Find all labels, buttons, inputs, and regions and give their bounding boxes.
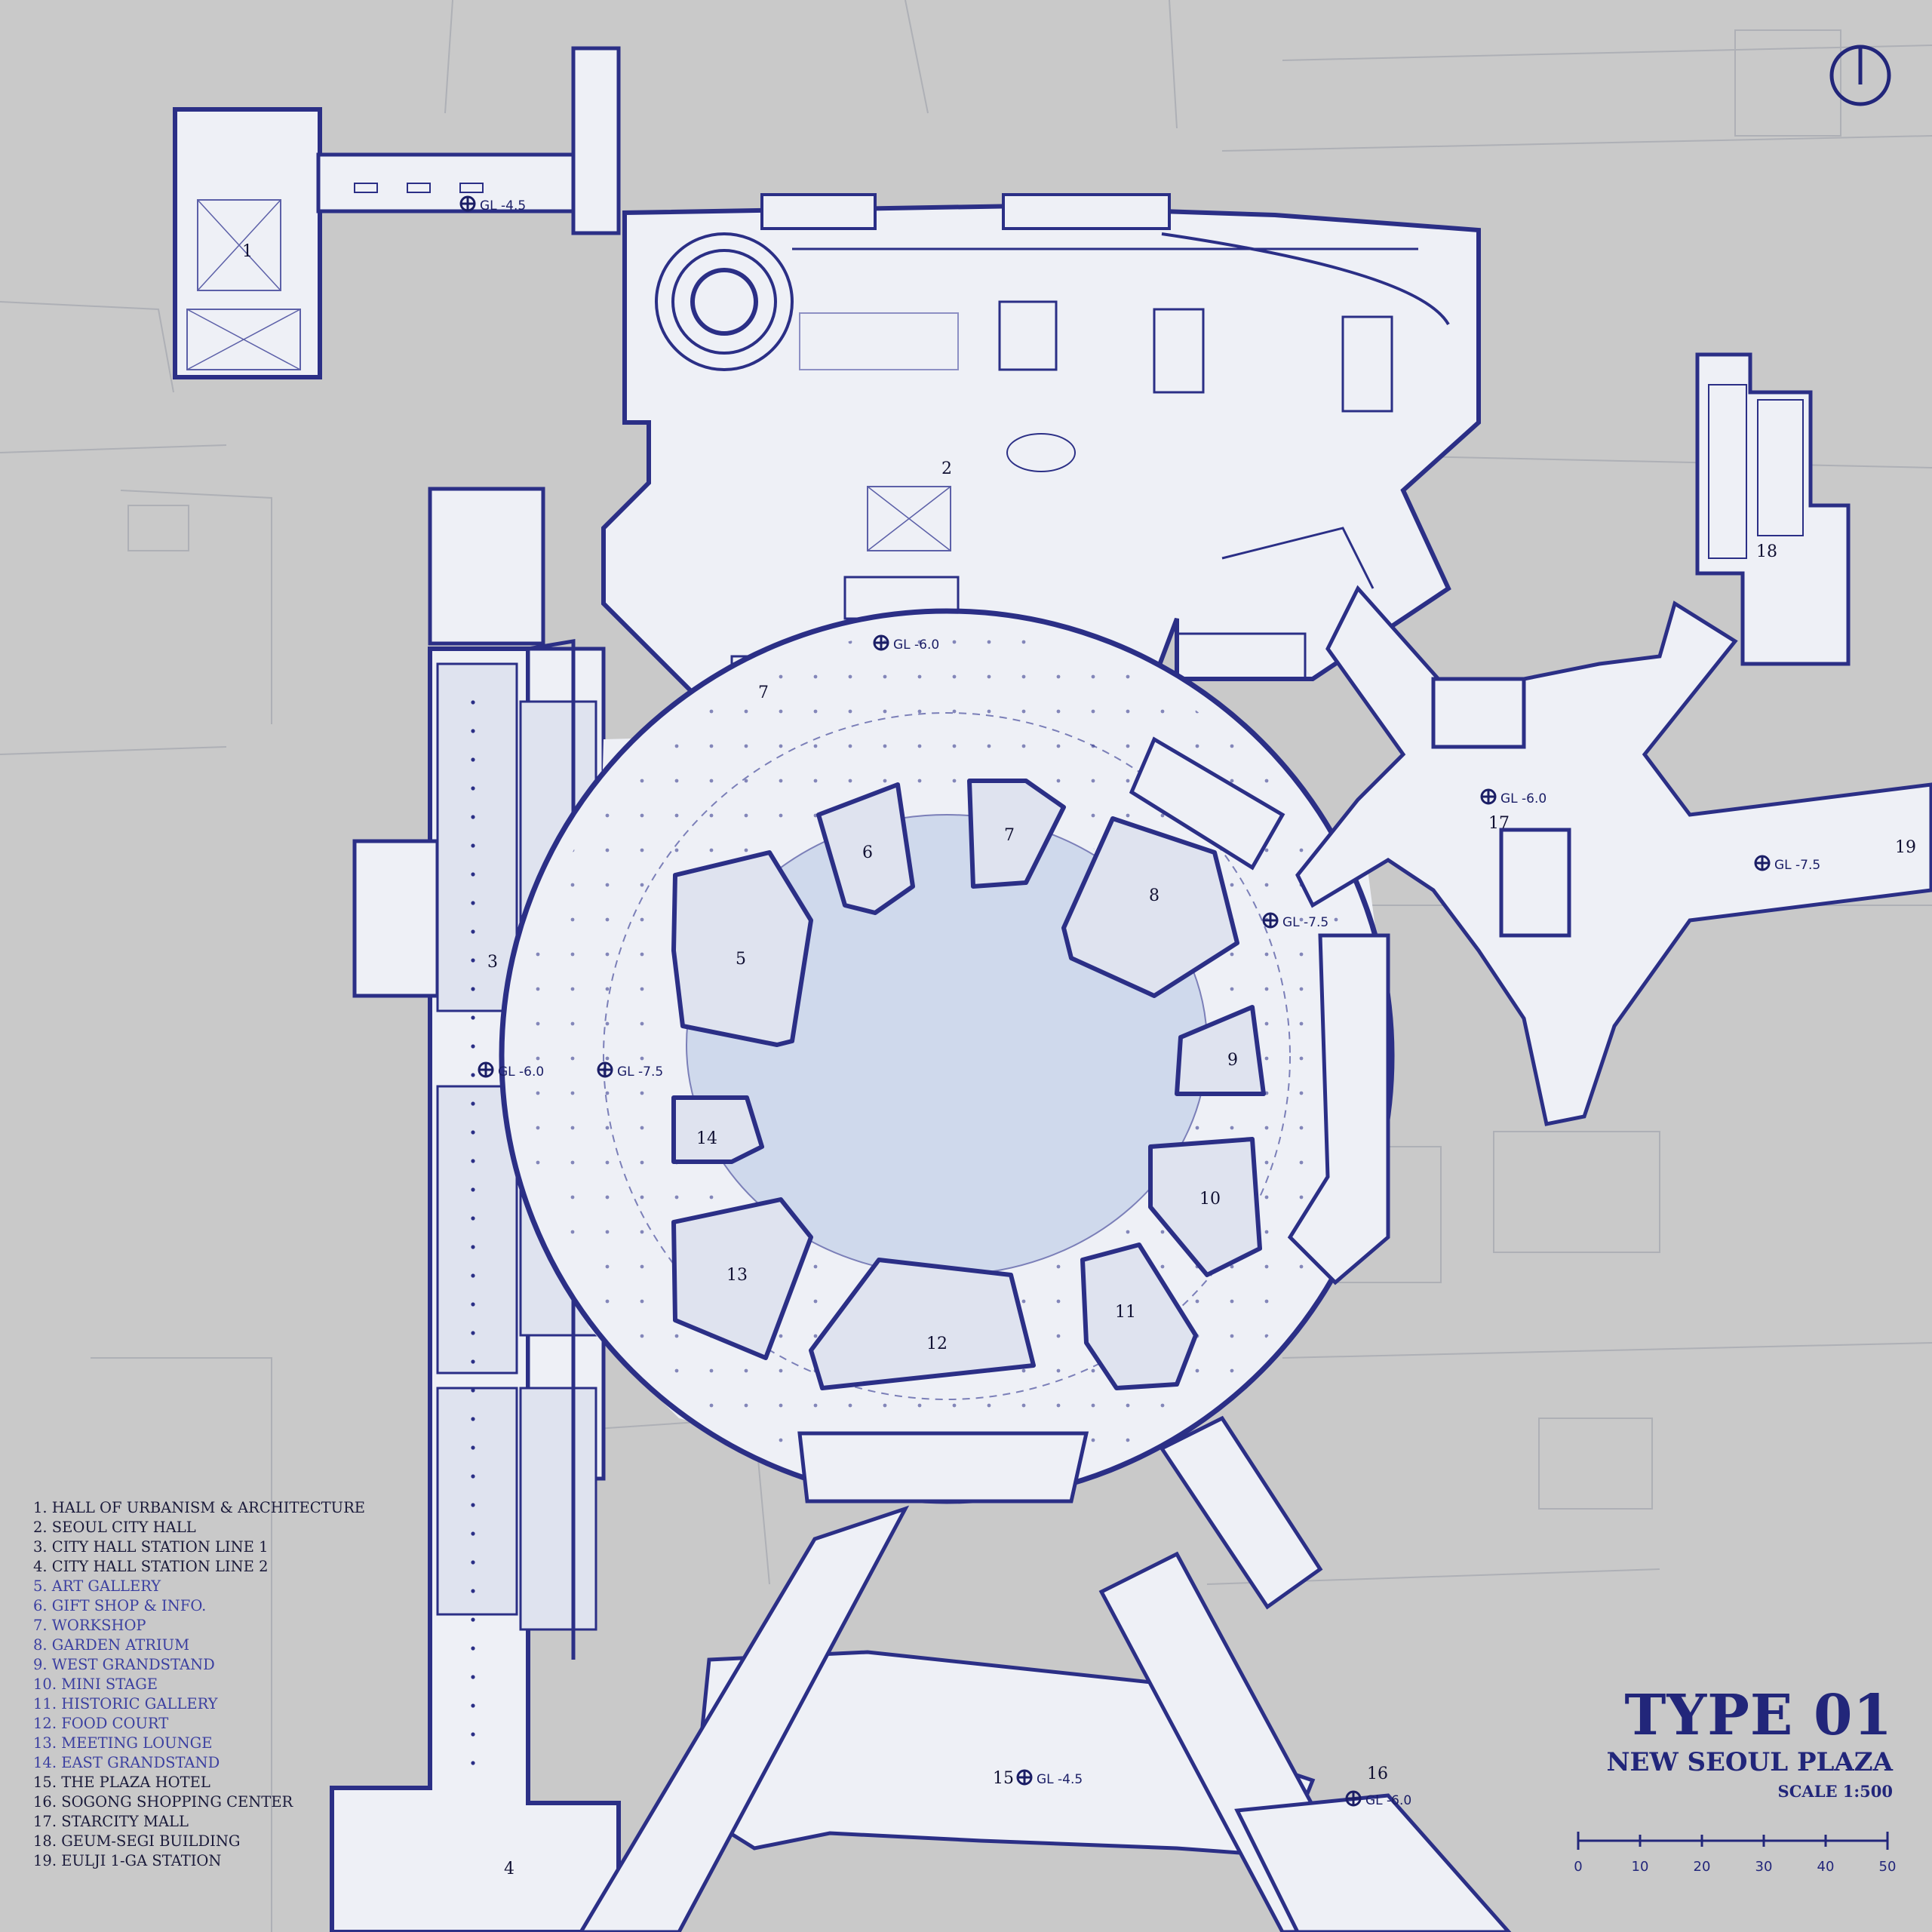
pavilion-gift-shop [816,782,915,915]
room-number-1: 1 [242,242,253,261]
page-title: TYPE 01 [1624,1683,1893,1748]
scale-label-10: 10 [1632,1859,1649,1875]
legend-item: 3. CITY HALL STATION LINE 1 [33,1538,269,1556]
legend-item: 11. HISTORIC GALLERY [33,1695,218,1712]
level-hotel: GL -4.5 [1037,1772,1083,1787]
room-number-14: 14 [696,1129,717,1148]
room-numbers: 1 2 3 4 5 6 7 7 8 9 10 11 12 13 14 15 16… [242,242,1916,1878]
ring-shops [797,736,1390,1610]
legend-item: 6. GIFT SHOP & INFO. [33,1597,207,1614]
level-marker-icon [1262,912,1279,929]
level-marker-icon [459,195,476,212]
legend-item: 17. STARCITY MALL [33,1813,189,1830]
level-station-a: GL -6.0 [498,1064,544,1080]
room-number-18: 18 [1756,542,1777,561]
room-number-15: 15 [993,1769,1014,1788]
page-subtitle: NEW SEOUL PLAZA [1606,1747,1893,1777]
room-number-16: 16 [1367,1765,1388,1783]
pavilion-food-court [809,1258,1036,1390]
legend-item: 19. EULJI 1-GA STATION [33,1852,222,1869]
level-markers: GL -4.5 GL -6.0 GL -6.0 GL -7.5 GL -7.5 … [459,195,1820,1808]
scale-label-20: 20 [1694,1859,1711,1875]
level-marker-icon [478,1061,494,1078]
room-number-9: 9 [1227,1051,1238,1070]
legend-item: 10. MINI STAGE [33,1676,158,1693]
scale-bar [1577,1832,1889,1850]
room-number-2: 2 [941,459,952,478]
legend-item: 8. GARDEN ATRIUM [33,1636,190,1654]
pavilion-garden-atrium [1061,816,1239,998]
level-marker-icon [597,1061,613,1078]
room-number-17: 17 [1488,814,1510,833]
pavilion-meeting-lounge [671,1197,813,1360]
legend-item: 12. FOOD COURT [33,1715,169,1732]
starcity-mall [1295,585,1932,1126]
legend-item: 4. CITY HALL STATION LINE 2 [33,1558,269,1575]
pavilion-mini-stage [1148,1137,1262,1277]
plaza-hotel [579,1505,1512,1932]
pavilion-west-grandstand [1175,1005,1266,1096]
level-cityhall: GL -6.0 [893,637,939,653]
legend-item: 7. WORKSHOP [33,1617,146,1634]
room-number-8: 8 [1149,886,1160,905]
level-station-b: GL -7.5 [617,1064,663,1080]
level-eulji: GL -7.5 [1774,858,1820,873]
room-number-19: 19 [1895,838,1916,857]
room-number-5: 5 [736,950,746,969]
scale-label-40: 40 [1817,1859,1835,1875]
room-number-12: 12 [926,1335,948,1353]
legend-item: 14. EAST GRANDSTAND [33,1754,220,1771]
room-number-11: 11 [1115,1303,1136,1322]
legend-item: 2. SEOUL CITY HALL [33,1519,196,1536]
legend-item: 1. HALL OF URBANISM & ARCHITECTURE [33,1499,365,1516]
pavilion-east-grandstand [671,1095,764,1164]
room-number-13: 13 [726,1266,748,1285]
room-number-7-hall: 7 [758,683,769,702]
legend-item: 5. ART GALLERY [33,1577,161,1595]
title-block: TYPE 01 NEW SEOUL PLAZA SCALE 1:500 [1606,1684,1893,1803]
pavilion-art-gallery [671,850,813,1047]
room-number-4: 4 [504,1860,514,1878]
level-plaza-east: GL -7.5 [1282,915,1328,930]
level-marker-icon [1754,855,1771,871]
scale-label-30: 30 [1755,1859,1773,1875]
room-number-3: 3 [487,953,498,972]
room-number-10: 10 [1199,1190,1221,1209]
scale-label-50: 50 [1879,1859,1897,1875]
level-marker-icon [1480,788,1497,805]
hall-of-urbanism [173,46,621,379]
pavilions [671,779,1266,1390]
legend-item: 13. MEETING LOUNGE [33,1734,213,1752]
legend-item: 16. SOGONG SHOPPING CENTER [33,1793,293,1811]
scale-label-0: 0 [1574,1859,1582,1875]
scale-note: SCALE 1:500 [1777,1782,1893,1801]
room-number-6: 6 [862,843,873,862]
level-hall: GL -4.5 [480,198,526,213]
level-marker-icon [1016,1769,1033,1786]
level-starcity: GL -6.0 [1500,791,1547,806]
level-marker-icon [1345,1790,1362,1807]
legend-item: 9. WEST GRANDSTAND [33,1656,215,1673]
north-arrow-icon [1829,45,1891,106]
legend-item: 15. THE PLAZA HOTEL [33,1774,210,1791]
scale-bar-labels: 0 10 20 30 40 50 [1574,1859,1896,1875]
pavilion-workshop [967,779,1066,889]
legend: 1. HALL OF URBANISM & ARCHITECTURE 2. SE… [33,1498,365,1871]
pavilion-historic-gallery [1080,1242,1198,1390]
geum-segi-building [1695,352,1851,666]
room-number-7-ring: 7 [1004,826,1015,845]
level-marker-icon [873,634,889,651]
legend-item: 18. GEUM-SEGI BUILDING [33,1832,241,1850]
level-sogong: GL -6.0 [1365,1793,1411,1808]
